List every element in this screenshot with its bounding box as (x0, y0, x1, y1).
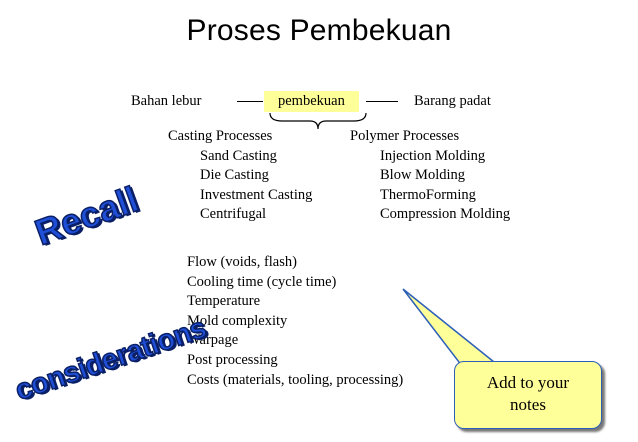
polymer-processes: Polymer Processes Injection Molding Blow… (350, 127, 510, 225)
list-item: Injection Molding (380, 147, 486, 164)
callout-line-2: notes (510, 395, 546, 414)
callout-line-1: Add to your (486, 373, 570, 392)
list-item: Cooling time (cycle time) (187, 273, 337, 290)
callout-box: Add to your notes (454, 361, 602, 429)
list-item: Compression Molding (380, 206, 511, 223)
considerations-list: Flow (voids, flash) Cooling time (cycle … (187, 253, 403, 390)
flow-input-label: Bahan lebur (131, 93, 202, 109)
flow-connector-right (366, 101, 398, 102)
list-item: Costs (materials, tooling, processing) (187, 371, 404, 388)
list-item: Sand Casting (200, 147, 277, 164)
polymer-heading: Polymer Processes (350, 128, 460, 144)
page-title: Proses Pembekuan (186, 14, 452, 47)
list-item: Post processing (187, 351, 278, 368)
brace-icon (269, 112, 367, 130)
list-item: Die Casting (200, 167, 269, 184)
flow-process-label: pembekuan (264, 91, 359, 112)
list-item: Warpage (187, 332, 239, 349)
list-item: Mold complexity (187, 312, 288, 329)
list-item: Investment Casting (200, 186, 313, 203)
list-item: Blow Molding (380, 167, 465, 184)
list-item: ThermoForming (380, 186, 476, 203)
flow-connector-left (237, 101, 263, 102)
list-item: Centrifugal (200, 206, 267, 223)
flow-output-label: Barang padat (414, 93, 491, 109)
casting-heading: Casting Processes (168, 128, 273, 144)
list-item: Flow (voids, flash) (187, 254, 297, 270)
casting-processes: Casting Processes Sand Casting Die Casti… (168, 127, 312, 225)
list-item: Temperature (187, 293, 261, 310)
